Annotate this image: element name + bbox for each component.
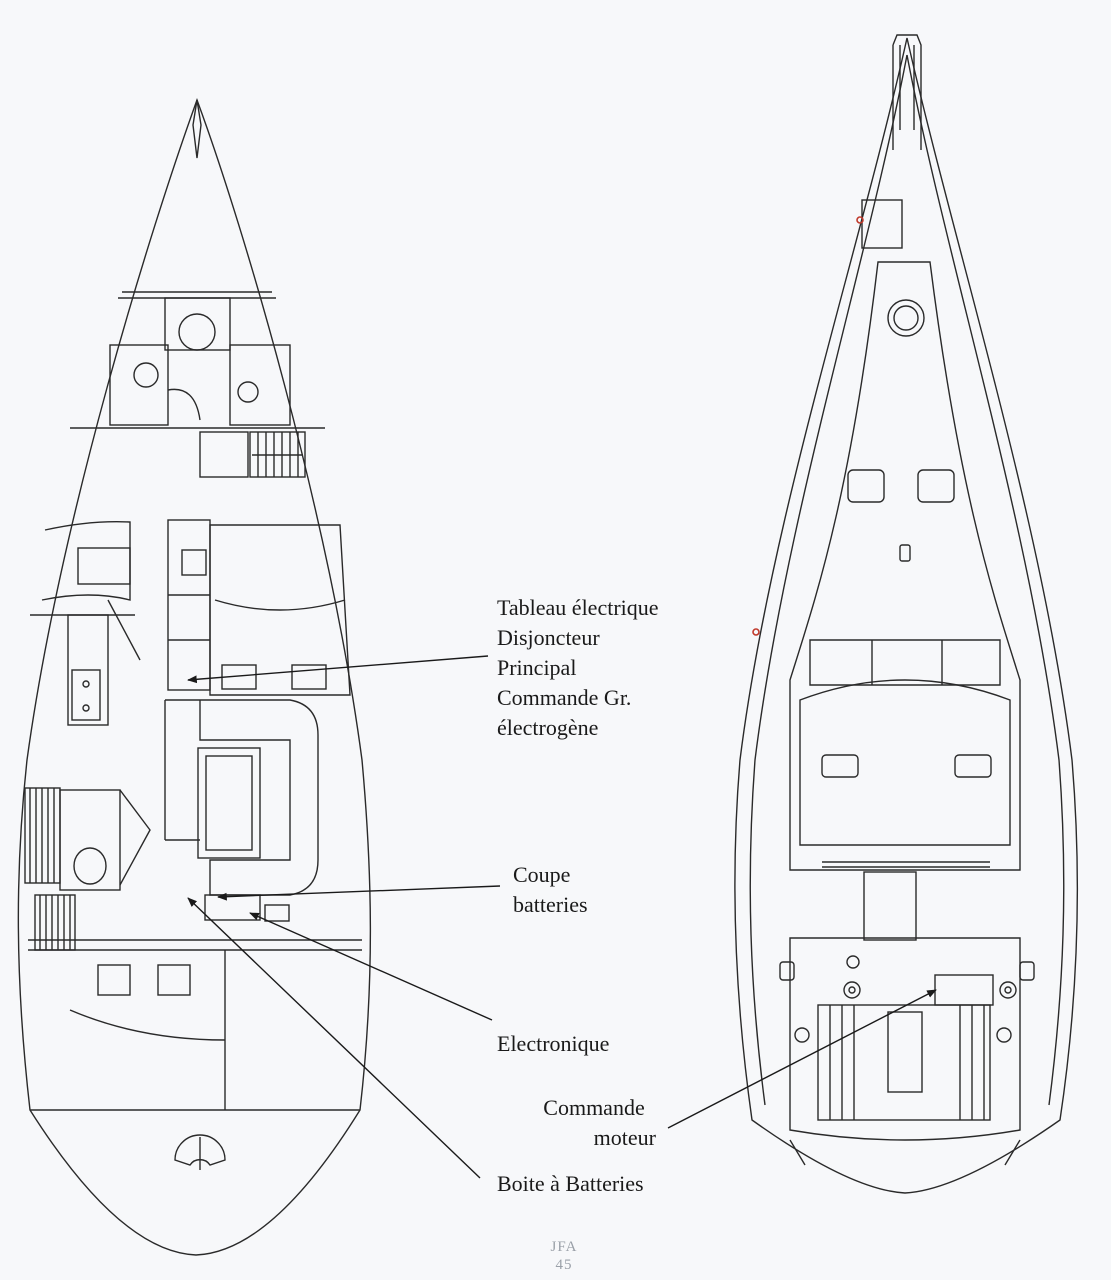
arrow-coupe (217, 885, 501, 901)
label-tableau-line-3: Principal (497, 655, 577, 680)
deck-layout-plan (734, 34, 1079, 1194)
aft-hatching (24, 787, 76, 951)
arrow-commande-moteur (667, 989, 937, 1129)
cockpit-table (887, 1011, 923, 1093)
electronics-box (264, 904, 290, 922)
cockpit-grating (829, 1005, 985, 1120)
galley-stove (71, 669, 101, 721)
label-tableau-line-2: Disjoncteur (497, 625, 600, 650)
label-coupe-batteries: Coupe batteries (513, 860, 588, 920)
label-coupe-line-2: batteries (513, 892, 588, 917)
deck-hull-outline (734, 37, 1079, 1194)
locker-hatching (249, 431, 306, 478)
arrow-boite (187, 897, 481, 1179)
red-fitting-1 (856, 216, 864, 224)
steering-wheel (174, 1134, 226, 1166)
label-tableau-line-1: Tableau électrique (497, 595, 659, 620)
logo-line-2: 45 (555, 1257, 573, 1273)
label-boite-a-batteries: Boite à Batteries (497, 1171, 644, 1196)
anchor-locker-hatch (861, 199, 903, 249)
engine-control (934, 974, 994, 1006)
saloon-table (197, 747, 261, 859)
coachroof (789, 261, 1021, 871)
label-coupe-line-1: Coupe (513, 862, 571, 887)
cockpit (789, 937, 1021, 1141)
companionway (863, 871, 917, 941)
forward-hatch (178, 313, 216, 351)
label-electronique: Electronique (497, 1031, 610, 1056)
label-commande-line-2: moteur (593, 1125, 656, 1150)
arrow-electronique (249, 912, 493, 1021)
label-commande-moteur: Commande moteur (532, 1093, 656, 1153)
label-commande-line-1: Commande (543, 1095, 645, 1120)
logo-line-1: JFA (550, 1239, 578, 1255)
coachroof-hatch (887, 299, 925, 337)
saloon-settee (165, 699, 319, 896)
bow-pulpit (892, 34, 922, 150)
battery-box (204, 894, 261, 921)
interior-hull-outline (17, 97, 372, 1256)
bow-fitting (192, 99, 202, 159)
interior-layout-plan (17, 97, 372, 1256)
arrow-tableau (187, 655, 489, 684)
label-tableau-electrique: Tableau électrique Disjoncteur Principal… (497, 593, 659, 743)
label-tableau-line-5: électrogène (497, 715, 599, 740)
label-tableau-line-4: Commande Gr. (497, 685, 632, 710)
brand-logo: JFA 45 (536, 1238, 592, 1278)
red-fitting-2 (752, 628, 760, 636)
